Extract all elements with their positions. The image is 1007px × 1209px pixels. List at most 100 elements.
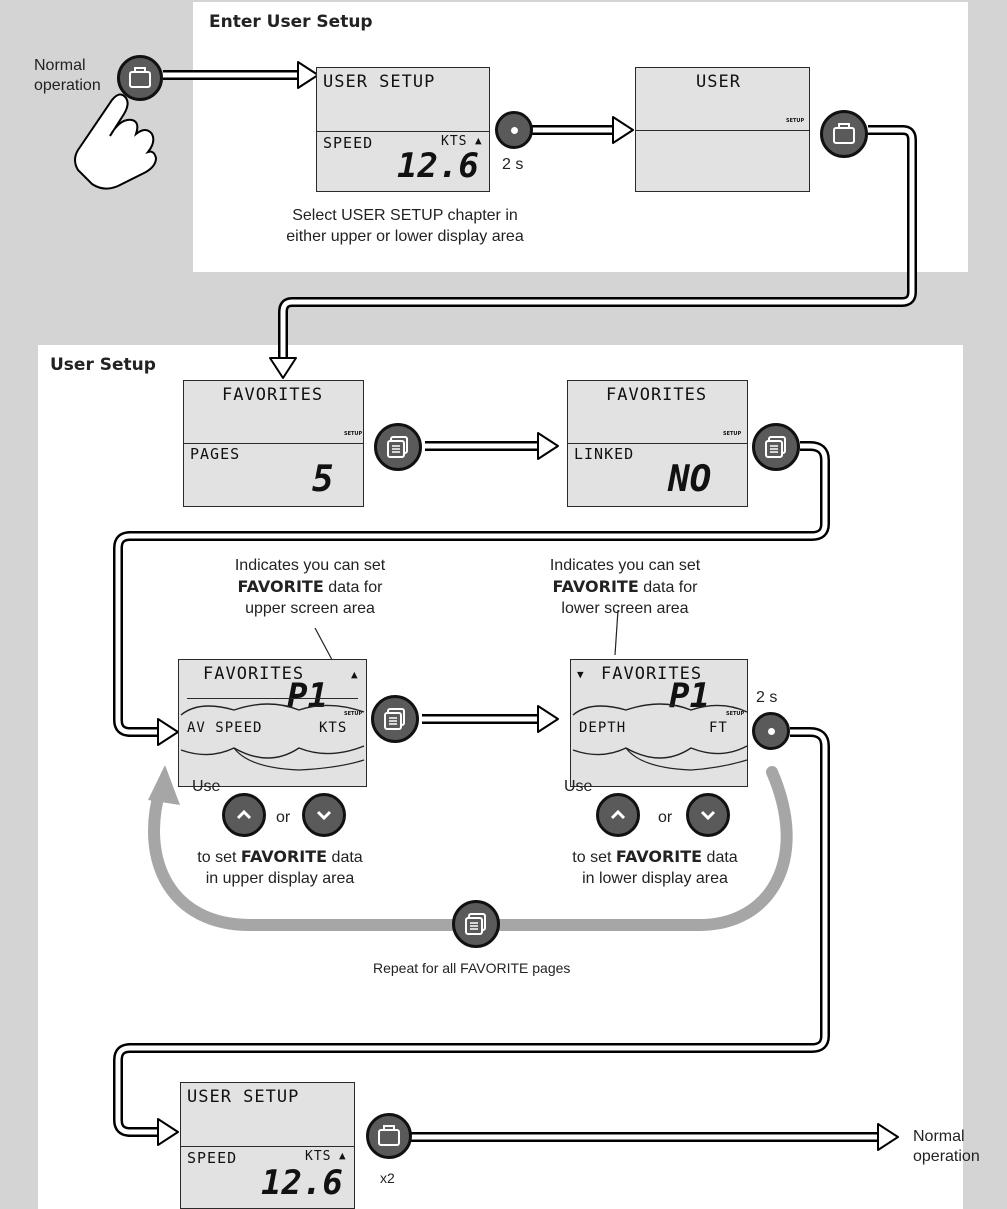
note-lower-line1: Indicates you can set	[549, 557, 701, 574]
lcd-top-text: USER	[696, 72, 741, 92]
upper-triangle-icon: ▲	[351, 668, 359, 681]
lcd-label: PAGES	[190, 445, 241, 463]
power-menu-button[interactable]	[117, 55, 163, 101]
power-menu-icon	[378, 1125, 400, 1146]
note-lower-bold: FAVORITE	[552, 577, 639, 596]
lcd-favorites-upper: FAVORITES ▲ P1 SETUP AV SPEED KTS	[178, 659, 367, 787]
setup-tag: SETUP	[723, 431, 742, 437]
lcd-top-text: USER SETUP	[187, 1087, 300, 1107]
lcd-user: USER SETUP	[635, 67, 810, 192]
use-lower-line1: to set FAVORITE data	[555, 846, 755, 868]
start-label-line1: Normal	[34, 57, 86, 74]
up-arrow-button[interactable]	[596, 793, 640, 837]
down-arrow-button[interactable]	[302, 793, 346, 837]
lcd-value: 12.6	[397, 146, 479, 186]
end-label-line2: operation	[913, 1148, 980, 1165]
use-upper-post: data	[327, 849, 363, 866]
note-upper-line1: Indicates you can set	[234, 557, 386, 574]
lcd-value: 12.6	[261, 1163, 343, 1203]
caption-line1: Select USER SETUP chapter in	[292, 207, 518, 224]
use-lower-post: data	[702, 849, 738, 866]
lcd-user-setup-speed: USER SETUP SPEED KTS ▲ 12.6	[316, 67, 490, 192]
lcd-top-text: FAVORITES	[601, 664, 703, 684]
lcd-favorites-pages: FAVORITES SETUP PAGES 5	[183, 380, 364, 507]
page-icon	[833, 123, 855, 144]
up-arrow-button[interactable]	[222, 793, 266, 837]
lcd-top-text: USER SETUP	[323, 72, 436, 92]
caption-line2: either upper or lower display area	[286, 228, 524, 245]
or-label: or	[658, 809, 673, 826]
select-caption: Select USER SETUP chapter in either uppe…	[260, 205, 550, 247]
repeat-label: Repeat for all FAVORITE pages	[373, 960, 571, 976]
use-lower-bold: FAVORITE	[615, 847, 703, 866]
lcd-top-text: FAVORITES	[606, 385, 708, 405]
page-icon	[387, 436, 408, 458]
setup-tag: SETUP	[786, 118, 805, 124]
use-upper-label: Use	[192, 778, 221, 795]
enter-dot-button[interactable]	[752, 712, 790, 750]
note-upper: Indicates you can set FAVORITE data for …	[210, 555, 410, 619]
power-menu-button[interactable]	[366, 1113, 412, 1159]
down-arrow-button[interactable]	[686, 793, 730, 837]
lcd-unit: FT	[709, 720, 728, 736]
power-menu-icon	[129, 67, 151, 88]
lcd-user-setup-exit: USER SETUP SPEED KTS ▲ 12.6	[180, 1082, 355, 1209]
note-upper-bold: FAVORITE	[237, 577, 324, 596]
note-lower-line2: FAVORITE data for	[525, 576, 725, 598]
end-label-line1: Normal	[913, 1128, 965, 1145]
lcd-value: NO	[668, 459, 712, 500]
lcd-top-text: FAVORITES	[203, 664, 305, 684]
use-upper-pre: to set	[197, 849, 241, 866]
lcd-page: P1	[287, 676, 328, 716]
bubble-outline	[180, 703, 365, 771]
use-upper-line2: in upper display area	[205, 870, 355, 887]
page-button[interactable]	[374, 423, 422, 471]
enter-dot-icon	[767, 727, 775, 735]
lcd-label: LINKED	[574, 445, 635, 463]
use-upper-bold: FAVORITE	[240, 847, 328, 866]
lcd-label: SPEED	[323, 134, 374, 152]
use-upper-text: to set FAVORITE data in upper display ar…	[190, 846, 370, 889]
lcd-value: 5	[312, 459, 334, 500]
lcd-label: DEPTH	[579, 720, 627, 736]
use-lower-label: Use	[564, 778, 593, 795]
note-lower-rest: data for	[638, 579, 698, 596]
or-label: or	[276, 809, 291, 826]
page-icon	[465, 913, 486, 935]
lcd-top-text: FAVORITES	[222, 385, 324, 405]
page-button[interactable]	[371, 695, 419, 743]
start-label: Normal operation	[34, 56, 101, 96]
note-lower: Indicates you can set FAVORITE data for …	[525, 555, 725, 619]
page-button[interactable]	[752, 423, 800, 471]
note-lower-line3: lower screen area	[561, 600, 689, 617]
user-setup-title: User Setup	[50, 355, 156, 375]
up-arrow-icon	[236, 809, 252, 820]
exit-count-label: x2	[380, 1170, 395, 1186]
up-arrow-icon	[610, 809, 626, 820]
note-upper-rest: data for	[323, 579, 383, 596]
use-lower-pre: to set	[572, 849, 616, 866]
lcd-triangle: ▲	[475, 134, 483, 147]
down-arrow-icon	[316, 810, 332, 821]
lcd-favorites-linked: FAVORITES SETUP LINKED NO	[567, 380, 748, 507]
start-label-line2: operation	[34, 77, 101, 94]
lcd-favorites-lower: ▼ FAVORITES P1 SETUP DEPTH FT	[570, 659, 748, 787]
enter-dot-button[interactable]	[495, 111, 533, 149]
note-upper-line2: FAVORITE data for	[210, 576, 410, 598]
page-button[interactable]	[820, 110, 868, 158]
setup-tag: SETUP	[726, 711, 745, 717]
enter-dot-icon	[510, 126, 518, 134]
note-upper-line3: upper screen area	[245, 600, 375, 617]
use-lower-text: to set FAVORITE data in lower display ar…	[555, 846, 755, 889]
lcd-unit: KTS	[319, 720, 348, 736]
page-button[interactable]	[452, 900, 500, 948]
lcd-unit: KTS	[441, 134, 468, 149]
use-lower-line2: in lower display area	[582, 870, 728, 887]
enter-setup-title: Enter User Setup	[209, 12, 373, 32]
page-icon	[765, 436, 786, 458]
lcd-unit: KTS	[305, 1149, 332, 1164]
hold-time-label: 2 s	[756, 689, 778, 706]
down-arrow-icon	[700, 810, 716, 821]
lcd-triangle: ▲	[339, 1149, 347, 1162]
